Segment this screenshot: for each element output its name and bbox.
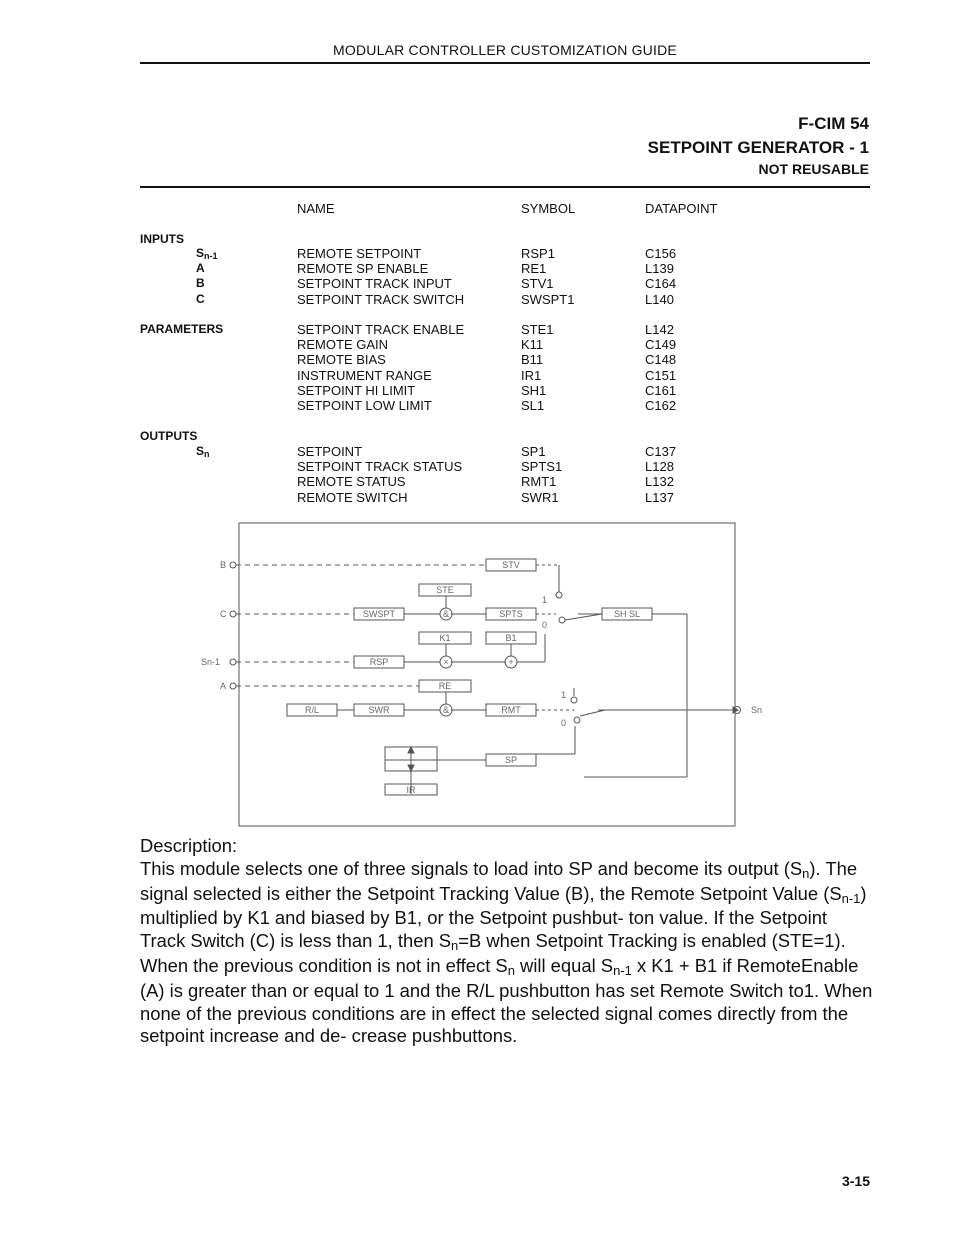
row-datapoint: L132 <box>645 474 674 490</box>
row-symbol: SP1 <box>521 444 546 459</box>
section-label: INPUTS <box>140 232 185 246</box>
row-datapoint: C161 <box>645 382 677 398</box>
row-name: SETPOINT TRACK ENABLE <box>297 322 465 337</box>
row-symbol: STV1 <box>521 276 554 292</box>
row-name: REMOTE SETPOINT <box>297 246 422 261</box>
row-name: SETPOINT TRACK STATUS <box>297 459 463 475</box>
row-symbol: SWR1 <box>521 489 559 505</box>
row-symbol: B11 <box>521 352 544 368</box>
block-rmt: RMT <box>501 705 521 715</box>
row-datapoint: C148 <box>645 352 677 368</box>
row-signal-symbol: A <box>196 261 205 276</box>
block-spts: SPTS <box>499 609 523 619</box>
row-name: REMOTE SWITCH <box>297 489 408 505</box>
running-header: MODULAR CONTROLLER CUSTOMIZATION GUIDE <box>333 42 677 58</box>
output-sn-label: Sn <box>751 705 762 715</box>
title-rule <box>140 186 870 188</box>
row-name: INSTRUMENT RANGE <box>297 367 432 383</box>
row-symbol: IR1 <box>521 367 542 383</box>
title-block: F-CIM 54 SETPOINT GENERATOR - 1 NOT REUS… <box>648 112 869 178</box>
row-name: SETPOINT LOW LIMIT <box>297 398 432 413</box>
block-stv: STV <box>502 560 520 570</box>
input-a-label: A <box>220 681 226 691</box>
row-datapoint: L142 <box>645 322 674 337</box>
block-k1: K1 <box>439 633 450 643</box>
row-signal-symbol: B <box>196 276 205 291</box>
row-name: REMOTE GAIN <box>297 337 389 353</box>
description-body: This module selects one of three signals… <box>140 857 873 1047</box>
switch1-label-0: 0 <box>542 620 547 630</box>
row-name: REMOTE SP ENABLE <box>297 261 429 277</box>
description-heading: Description: <box>140 835 238 856</box>
block-ste: STE <box>436 585 454 595</box>
input-c-label: C <box>220 609 227 619</box>
block-rl: R/L <box>305 705 319 715</box>
row-signal-symbol: C <box>196 291 205 306</box>
row-symbol: RE1 <box>521 261 547 277</box>
row-datapoint: C164 <box>645 276 677 292</box>
row-name: SETPOINT TRACK INPUT <box>297 276 452 292</box>
row-name: SETPOINT TRACK SWITCH <box>297 291 465 307</box>
row-datapoint: L137 <box>645 489 674 505</box>
header-rule <box>140 62 870 64</box>
row-datapoint: C151 <box>645 367 677 383</box>
row-name: REMOTE BIAS <box>297 352 386 368</box>
block-ir: IR <box>407 785 417 795</box>
block-shsl: SH SL <box>614 609 640 619</box>
reuse-note: NOT REUSABLE <box>758 161 869 177</box>
row-symbol: SH1 <box>521 382 547 398</box>
page-number: 3-15 <box>841 1173 870 1189</box>
row-symbol: RSP1 <box>521 246 555 261</box>
row-symbol: K11 <box>521 337 544 353</box>
row-datapoint: L128 <box>645 459 674 475</box>
row-symbol: SPTS1 <box>521 459 563 475</box>
switch2-label-0: 0 <box>561 718 566 728</box>
column-header-symbol: SYMBOL <box>521 201 576 216</box>
block-b1: B1 <box>505 633 516 643</box>
column-header-datapoint: DATAPOINT <box>645 201 718 216</box>
row-datapoint: C162 <box>645 398 677 413</box>
section-label: OUTPUTS <box>140 429 198 443</box>
block-sp: SP <box>505 755 517 765</box>
diagram-frame <box>238 522 736 827</box>
row-datapoint: C156 <box>645 246 677 261</box>
op-and-2: & <box>443 705 449 715</box>
block-rsp: RSP <box>370 657 389 667</box>
switch1-label-1: 1 <box>542 595 547 605</box>
row-datapoint: C137 <box>645 444 677 459</box>
column-header-name: NAME <box>297 201 335 216</box>
op-multiply: × <box>443 657 448 667</box>
row-name: REMOTE STATUS <box>297 474 406 490</box>
block-re: RE <box>439 681 452 691</box>
row-name: SETPOINT <box>297 444 363 459</box>
section-label: PARAMETERS <box>140 322 224 336</box>
switch2-label-1: 1 <box>561 690 566 700</box>
row-symbol: SWSPT1 <box>521 291 575 307</box>
row-symbol: SL1 <box>521 398 545 413</box>
row-signal-symbol: Sn-1 <box>196 246 218 261</box>
input-sn1-label: Sn-1 <box>201 657 220 667</box>
block-diagram: B C Sn-1 A Sn STV STE SWSPT SPTS K1 B1 R… <box>201 522 762 827</box>
module-id: F-CIM 54 <box>798 114 869 133</box>
row-datapoint: C149 <box>645 337 677 353</box>
input-b-label: B <box>220 560 226 570</box>
row-datapoint: L140 <box>645 291 674 307</box>
row-signal-symbol: Sn <box>196 444 210 459</box>
description: Description: This module selects one of … <box>140 835 875 1048</box>
row-symbol: RMT1 <box>521 474 557 490</box>
row-name: SETPOINT HI LIMIT <box>297 382 416 398</box>
module-name: SETPOINT GENERATOR - 1 <box>647 138 869 157</box>
block-swspt: SWSPT <box>363 609 396 619</box>
op-add: + <box>508 657 513 667</box>
block-swr: SWR <box>369 705 390 715</box>
row-datapoint: L139 <box>645 261 674 277</box>
row-symbol: STE1 <box>521 322 554 337</box>
op-and-1: & <box>443 609 449 619</box>
